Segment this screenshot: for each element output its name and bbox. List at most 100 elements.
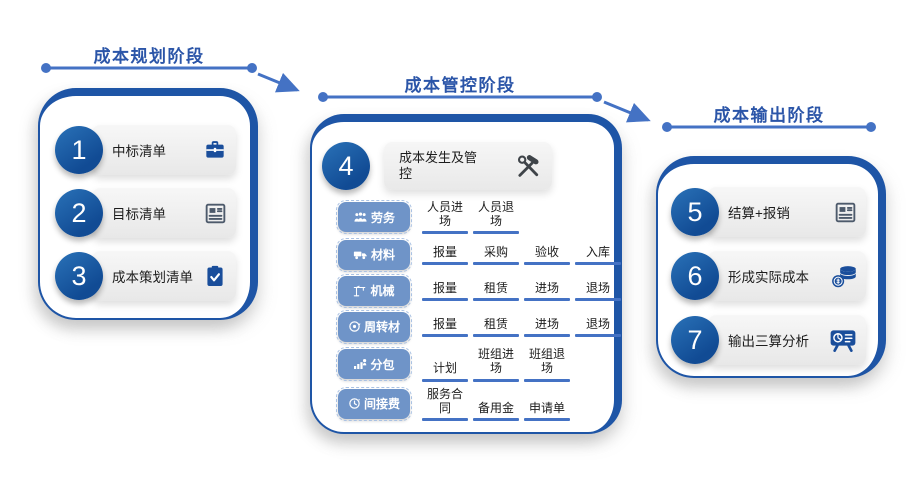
process-step: 入库 <box>585 244 610 259</box>
process-cell: 进场 <box>524 281 570 301</box>
process-step: 申请单 <box>528 400 565 415</box>
process-step: 人员退场 <box>477 200 514 229</box>
truck-icon <box>353 249 368 260</box>
step-underline <box>524 378 570 382</box>
process-cell: 报量 <box>422 317 468 337</box>
step-label: 结算+报销 <box>728 206 790 221</box>
step-label: 成本发生及管控 <box>399 149 478 181</box>
step-label: 输出三算分析 <box>728 334 809 349</box>
process-cell: 计划 <box>422 361 468 382</box>
step-underline <box>422 261 468 265</box>
process-step: 租赁 <box>483 280 508 295</box>
category-label: 劳务 <box>370 210 395 225</box>
step-item-2: 2 目标清单 <box>55 188 236 238</box>
process-step: 人员进场 <box>426 200 463 229</box>
step-number: 3 <box>55 252 103 300</box>
step-label: 中标清单 <box>112 144 166 159</box>
process-cell: 报量 <box>422 245 468 265</box>
process-cell: 入库 <box>575 245 621 265</box>
process-cell: 备用金 <box>473 401 519 421</box>
clipboard-check-icon <box>202 263 228 289</box>
process-step: 报量 <box>432 280 457 295</box>
process-cell: 租赁 <box>473 317 519 337</box>
step-pill: 成本发生及管控 <box>384 142 552 190</box>
process-step: 采购 <box>483 244 508 259</box>
process-cell: 班组进场 <box>473 347 519 382</box>
category-chip: 材料 <box>336 237 412 272</box>
step-label: 成本策划清单 <box>112 270 193 285</box>
category-label: 材料 <box>370 248 395 263</box>
step-underline <box>473 417 519 421</box>
step-number: 1 <box>55 126 103 174</box>
step-item-5: 5 结算+报销 <box>671 187 866 237</box>
step-underline <box>473 261 519 265</box>
phase-title-planning: 成本规划阶段 <box>93 47 205 66</box>
process-step: 报量 <box>432 316 457 331</box>
step-underline <box>422 378 468 382</box>
step-number: 6 <box>671 252 719 300</box>
step-underline <box>473 231 519 235</box>
process-step: 备用金 <box>477 400 514 415</box>
workers-icon <box>353 212 368 223</box>
step-item-6: 6 形成实际成本 <box>671 251 866 301</box>
process-step: 租赁 <box>483 316 508 331</box>
process-step: 班组退场 <box>528 347 565 376</box>
briefcase-icon <box>202 137 228 163</box>
turnover-icon <box>348 320 361 333</box>
row-indirect-fees: 间接费 服务合同 备用金 申请单 <box>336 386 606 421</box>
category-chip: 间接费 <box>336 386 412 421</box>
category-chip: 机械 <box>336 273 412 308</box>
step-pill: 成本策划清单 <box>92 251 236 301</box>
category-label: 机械 <box>370 284 395 299</box>
row-subcontract: 分包 计划 班组进场 班组退场 <box>336 347 606 382</box>
tools-icon <box>514 152 542 180</box>
step-label: 目标清单 <box>112 207 166 222</box>
category-chip: 劳务 <box>336 200 412 235</box>
step-underline <box>422 231 468 235</box>
step-pill: 输出三算分析 <box>708 315 866 365</box>
process-cell: 人员进场 <box>422 200 468 235</box>
output-card: 5 结算+报销 6 形成实际成本 <box>656 156 886 378</box>
process-step: 班组进场 <box>477 347 514 376</box>
process-step: 退场 <box>585 316 610 331</box>
control-header: 4 成本发生及管控 <box>322 142 602 190</box>
process-cell: 租赁 <box>473 281 519 301</box>
row-turnover-materials: 周转材 报量 租赁 进场 退场 <box>336 309 621 344</box>
process-cell: 进场 <box>524 317 570 337</box>
row-materials: 材料 报量 采购 验收 入库 <box>336 237 621 272</box>
step-number: 4 <box>322 142 370 190</box>
document-icon <box>203 201 228 226</box>
phase-title-output: 成本输出阶段 <box>713 106 825 125</box>
step-underline <box>422 417 468 421</box>
category-label: 间接费 <box>363 397 400 412</box>
step-pill: 中标清单 <box>92 125 236 175</box>
process-cell: 采购 <box>473 245 519 265</box>
process-step: 服务合同 <box>426 386 463 415</box>
step-item-7: 7 输出三算分析 <box>671 315 866 365</box>
process-step: 进场 <box>534 280 559 295</box>
presentation-chart-icon <box>828 327 858 354</box>
process-cell: 报量 <box>422 281 468 301</box>
step-underline <box>575 333 621 337</box>
process-cell: 退场 <box>575 281 621 301</box>
category-label: 分包 <box>370 357 395 372</box>
process-cell: 验收 <box>524 245 570 265</box>
step-underline <box>473 297 519 301</box>
row-machinery: 机械 报量 租赁 进场 退场 <box>336 273 621 308</box>
document-icon <box>833 200 858 225</box>
process-step: 退场 <box>585 280 610 295</box>
step-underline <box>473 333 519 337</box>
phase-title-control: 成本管控阶段 <box>404 76 516 95</box>
process-step: 计划 <box>432 361 457 376</box>
process-cell: 退场 <box>575 317 621 337</box>
step-underline <box>524 297 570 301</box>
step-number: 7 <box>671 316 719 364</box>
step-underline <box>575 261 621 265</box>
process-cell: 服务合同 <box>422 387 468 421</box>
category-label: 周转材 <box>363 320 400 335</box>
step-underline <box>422 333 468 337</box>
step-underline <box>575 297 621 301</box>
row-labor: 劳务 人员进场 人员退场 <box>336 200 606 235</box>
step-number: 5 <box>671 188 719 236</box>
